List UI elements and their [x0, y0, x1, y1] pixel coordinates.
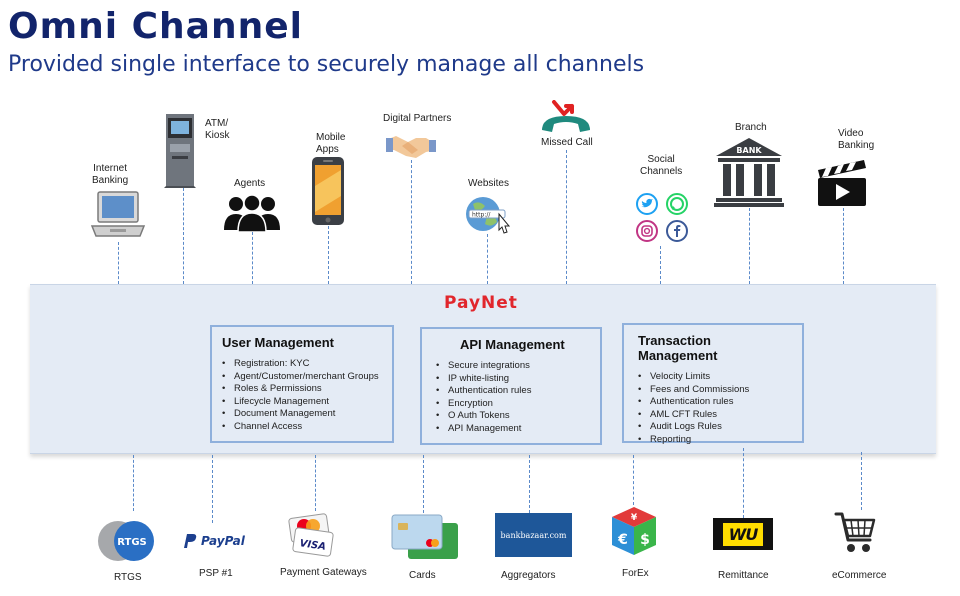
connector-ecommerce — [861, 452, 862, 510]
whatsapp-icon — [666, 193, 688, 215]
connector-mobile — [328, 226, 329, 284]
aggregator-logo: bankbazaar.com — [495, 513, 572, 557]
smartphone-icon — [312, 157, 344, 225]
handshake-icon — [386, 136, 436, 158]
bank-sign: BANK — [736, 146, 762, 155]
list-item: Reporting — [638, 434, 794, 447]
mobile-apps-label: Mobile Apps — [316, 132, 346, 155]
list-item: O Auth Tokens — [436, 410, 592, 423]
connector-agents — [252, 232, 253, 284]
list-item: Encryption — [436, 398, 592, 411]
connector-internet-banking — [118, 242, 119, 284]
connector-social — [660, 246, 661, 284]
rtgs-logo: RTGS — [98, 521, 154, 561]
api-management-title: API Management — [460, 337, 565, 352]
list-item: Audit Logs Rules — [638, 421, 794, 434]
list-item: AML CFT Rules — [638, 409, 794, 422]
connector-atm — [183, 188, 184, 284]
connector-aggregators — [529, 455, 530, 513]
agents-label: Agents — [234, 178, 266, 189]
facebook-icon — [666, 220, 688, 242]
bank-building-icon: BANK — [714, 138, 784, 207]
atm-icon — [164, 114, 196, 188]
connector-forex — [633, 455, 634, 505]
cards-icon — [391, 514, 458, 559]
aggregators-label: Aggregators — [501, 570, 556, 581]
ecommerce-label: eCommerce — [832, 570, 887, 581]
svg-text:$: $ — [640, 532, 650, 548]
payment-gateways-label: Payment Gateways — [280, 567, 367, 578]
connector-video — [843, 208, 844, 284]
cards-label: Cards — [409, 570, 436, 581]
list-item: Authentication rules — [638, 396, 794, 409]
svg-text:¥: ¥ — [631, 513, 638, 523]
svg-text:http://: http:// — [472, 212, 491, 219]
transaction-management-box: Transaction Management Velocity Limits F… — [622, 323, 804, 446]
connector-digital-partners — [411, 160, 412, 284]
globe-http-icon: http:// — [466, 197, 511, 234]
connector-branch — [749, 208, 750, 284]
websites-label: Websites — [468, 178, 509, 189]
remittance-label: Remittance — [718, 570, 769, 581]
instagram-icon — [636, 220, 658, 242]
western-union-logo: WU — [713, 518, 773, 550]
video-clapper-icon — [818, 160, 866, 206]
twitter-icon — [636, 193, 658, 215]
branch-label: Branch — [735, 122, 767, 133]
internet-banking-label: Internet Banking — [92, 163, 129, 186]
connector-rtgs — [133, 455, 134, 511]
api-management-box: API Management Secure integrations IP wh… — [420, 327, 602, 445]
list-item: Document Management — [222, 408, 384, 421]
connector-payment-gateways — [315, 455, 316, 511]
user-management-box: User Management Registration: KYC Agent/… — [210, 325, 394, 443]
credit-card-logos-icon: VISA — [288, 513, 334, 557]
svg-text:VISA: VISA — [299, 538, 327, 553]
list-item: Velocity Limits — [638, 371, 794, 384]
paypal-logo: PayPal — [184, 534, 246, 548]
list-item: IP white-listing — [436, 373, 592, 386]
connector-psp — [212, 455, 213, 523]
atm-kiosk-label: ATM/ Kiosk — [205, 118, 230, 141]
list-item: API Management — [436, 423, 592, 436]
rtgs-logo-text: RTGS — [117, 537, 146, 548]
page-title: Omni Channel — [8, 6, 303, 47]
forex-label: ForEx — [622, 568, 649, 579]
missed-call-label: Missed Call — [541, 137, 593, 148]
agents-icon — [224, 194, 280, 232]
video-banking-label: Video Banking — [838, 128, 875, 151]
social-channels-label: Social Channels — [640, 154, 683, 177]
psp-label: PSP #1 — [199, 568, 233, 579]
list-item: Secure integrations — [436, 360, 592, 373]
svg-text:€: € — [617, 532, 628, 548]
connector-missed-call — [566, 150, 567, 284]
list-item: Agent/Customer/merchant Groups — [222, 371, 384, 384]
paynet-logo: PayNet — [444, 293, 518, 313]
laptop-icon — [90, 191, 146, 237]
connector-cards — [423, 455, 424, 513]
connector-websites — [487, 234, 488, 284]
digital-partners-label: Digital Partners — [383, 113, 452, 124]
paypal-logo-text: PayPal — [201, 534, 246, 548]
list-item: Roles & Permissions — [222, 383, 384, 396]
user-management-title: User Management — [222, 335, 334, 350]
list-item: Channel Access — [222, 421, 384, 434]
list-item: Authentication rules — [436, 385, 592, 398]
transaction-management-title: Transaction Management — [638, 333, 718, 363]
missed-call-icon — [542, 100, 590, 132]
aggregator-logo-text: bankbazaar.com — [500, 530, 567, 540]
rtgs-label: RTGS — [114, 572, 142, 583]
list-item: Lifecycle Management — [222, 396, 384, 409]
forex-cube-icon: ¥ € $ — [612, 507, 656, 555]
wu-logo-text: WU — [722, 522, 764, 546]
list-item: Registration: KYC — [222, 358, 384, 371]
connector-remittance — [743, 448, 744, 518]
list-item: Fees and Commissions — [638, 384, 794, 397]
page-subtitle: Provided single interface to securely ma… — [8, 52, 645, 77]
shopping-cart-icon — [834, 512, 876, 552]
